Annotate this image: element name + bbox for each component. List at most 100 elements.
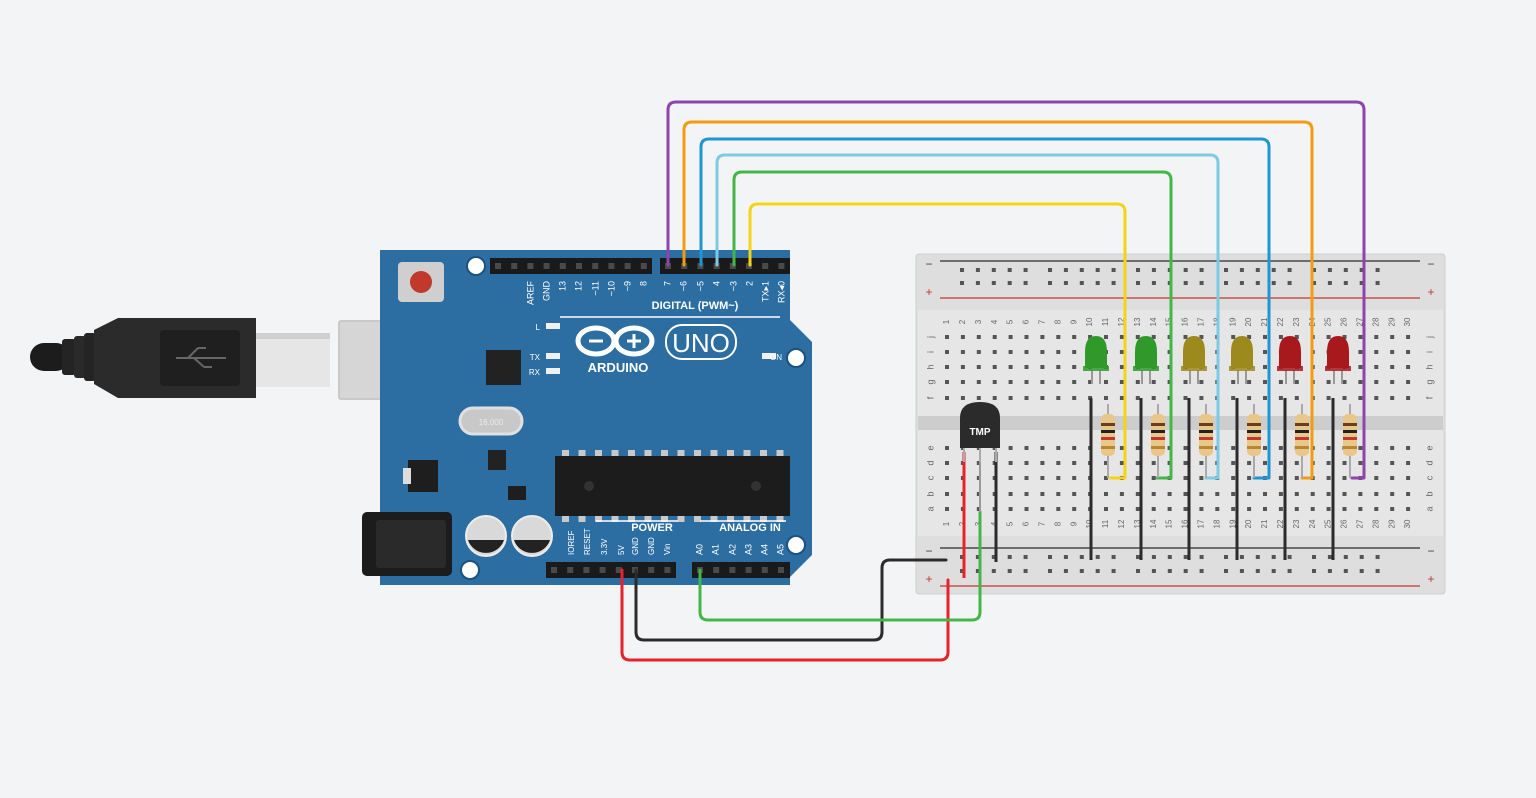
rail-hole[interactable] xyxy=(975,555,980,559)
breadboard-hole[interactable] xyxy=(1056,446,1061,450)
breadboard-hole[interactable] xyxy=(1231,335,1236,339)
header-pin[interactable] xyxy=(745,567,752,573)
breadboard-hole[interactable] xyxy=(1135,507,1140,511)
breadboard-hole[interactable] xyxy=(1247,396,1252,400)
breadboard-hole[interactable] xyxy=(1406,461,1411,465)
breadboard-hole[interactable] xyxy=(1342,492,1347,496)
rail-hole[interactable] xyxy=(1063,555,1068,559)
rail-hole[interactable] xyxy=(1343,555,1348,559)
breadboard-hole[interactable] xyxy=(1390,476,1395,480)
led[interactable] xyxy=(1083,336,1109,384)
rail-hole[interactable] xyxy=(1327,268,1332,272)
breadboard-hole[interactable] xyxy=(1358,507,1363,511)
breadboard-hole[interactable] xyxy=(1104,461,1108,465)
rail-hole[interactable] xyxy=(1079,281,1084,285)
breadboard-hole[interactable] xyxy=(1374,476,1379,480)
breadboard-hole[interactable] xyxy=(1024,365,1029,369)
dc-power-jack[interactable] xyxy=(362,512,452,576)
breadboard-hole[interactable] xyxy=(1104,380,1108,384)
breadboard-hole[interactable] xyxy=(1151,476,1156,480)
tmp36-temperature-sensor[interactable]: TMP xyxy=(960,402,1000,578)
breadboard-hole[interactable] xyxy=(1040,380,1045,384)
breadboard-hole[interactable] xyxy=(1119,335,1124,339)
breadboard-hole[interactable] xyxy=(1406,476,1411,480)
rail-hole[interactable] xyxy=(1079,268,1084,272)
breadboard-hole[interactable] xyxy=(945,492,949,496)
breadboard-hole[interactable] xyxy=(1183,396,1188,400)
rail-hole[interactable] xyxy=(1023,281,1028,285)
breadboard-hole[interactable] xyxy=(992,380,997,384)
breadboard-hole[interactable] xyxy=(1326,507,1331,511)
breadboard-hole[interactable] xyxy=(1374,492,1379,496)
breadboard-hole[interactable] xyxy=(1056,396,1061,400)
header-pin[interactable] xyxy=(729,567,736,573)
rail-hole[interactable] xyxy=(1167,569,1172,573)
breadboard-hole[interactable] xyxy=(1406,396,1411,400)
rail-hole[interactable] xyxy=(1048,268,1052,272)
breadboard-hole[interactable] xyxy=(1024,476,1029,480)
breadboard-hole[interactable] xyxy=(1358,380,1363,384)
rail-hole[interactable] xyxy=(1327,281,1332,285)
breadboard-hole[interactable] xyxy=(1358,350,1363,354)
rail-hole[interactable] xyxy=(1239,281,1244,285)
breadboard-hole[interactable] xyxy=(1119,380,1124,384)
breadboard-hole[interactable] xyxy=(1263,492,1267,496)
rail-hole[interactable] xyxy=(1255,268,1260,272)
breadboard-hole[interactable] xyxy=(1151,380,1156,384)
breadboard-hole[interactable] xyxy=(976,365,981,369)
breadboard-hole[interactable] xyxy=(1294,380,1299,384)
breadboard-hole[interactable] xyxy=(1135,446,1140,450)
breadboard-hole[interactable] xyxy=(1167,492,1172,496)
resistor[interactable] xyxy=(1199,404,1213,478)
breadboard-hole[interactable] xyxy=(960,350,965,354)
breadboard-hole[interactable] xyxy=(1135,380,1140,384)
breadboard-hole[interactable] xyxy=(1056,350,1061,354)
breadboard-hole[interactable] xyxy=(1151,335,1156,339)
breadboard-hole[interactable] xyxy=(945,507,949,511)
header-pin[interactable] xyxy=(583,567,590,573)
rail-hole[interactable] xyxy=(1359,569,1364,573)
rail-hole[interactable] xyxy=(1224,555,1228,559)
breadboard-hole[interactable] xyxy=(1008,396,1013,400)
breadboard-hole[interactable] xyxy=(1294,507,1299,511)
led[interactable] xyxy=(1133,336,1159,384)
rail-hole[interactable] xyxy=(1312,268,1316,272)
breadboard-hole[interactable] xyxy=(1326,380,1331,384)
breadboard-hole[interactable] xyxy=(1008,350,1013,354)
breadboard-hole[interactable] xyxy=(1088,380,1093,384)
breadboard-hole[interactable] xyxy=(1247,476,1252,480)
resistor[interactable] xyxy=(1151,404,1165,478)
breadboard-hole[interactable] xyxy=(945,365,949,369)
breadboard-hole[interactable] xyxy=(1040,476,1045,480)
rail-hole[interactable] xyxy=(1271,268,1276,272)
breadboard-hole[interactable] xyxy=(1215,492,1220,496)
breadboard-hole[interactable] xyxy=(1326,476,1331,480)
breadboard-hole[interactable] xyxy=(1278,476,1283,480)
breadboard-hole[interactable] xyxy=(1072,335,1077,339)
header-pin[interactable] xyxy=(599,567,606,573)
wire-lightblue-pin4[interactable] xyxy=(715,153,1220,480)
breadboard-hole[interactable] xyxy=(992,396,997,400)
breadboard-hole[interactable] xyxy=(1008,365,1013,369)
rail-hole[interactable] xyxy=(1224,281,1228,285)
rail-hole[interactable] xyxy=(1007,555,1012,559)
rail-hole[interactable] xyxy=(1151,281,1156,285)
header-pin[interactable] xyxy=(592,263,599,269)
arduino-uno-board[interactable]: 16.000 xyxy=(362,250,812,585)
breadboard-hole[interactable] xyxy=(1199,396,1204,400)
breadboard-hole[interactable] xyxy=(1390,350,1395,354)
rail-hole[interactable] xyxy=(1359,281,1364,285)
wire-purple-pin7[interactable] xyxy=(666,100,1366,480)
breadboard-hole[interactable] xyxy=(1040,446,1045,450)
breadboard-hole[interactable] xyxy=(1135,492,1140,496)
breadboard-hole[interactable] xyxy=(1231,507,1236,511)
rail-hole[interactable] xyxy=(1199,555,1204,559)
breadboard-hole[interactable] xyxy=(1342,396,1347,400)
breadboard-hole[interactable] xyxy=(960,335,965,339)
rail-hole[interactable] xyxy=(1343,569,1348,573)
header-pin[interactable] xyxy=(511,263,518,269)
reset-button[interactable] xyxy=(398,262,444,302)
breadboard-hole[interactable] xyxy=(1199,380,1204,384)
rail-hole[interactable] xyxy=(1287,268,1292,272)
rail-hole[interactable] xyxy=(1063,569,1068,573)
